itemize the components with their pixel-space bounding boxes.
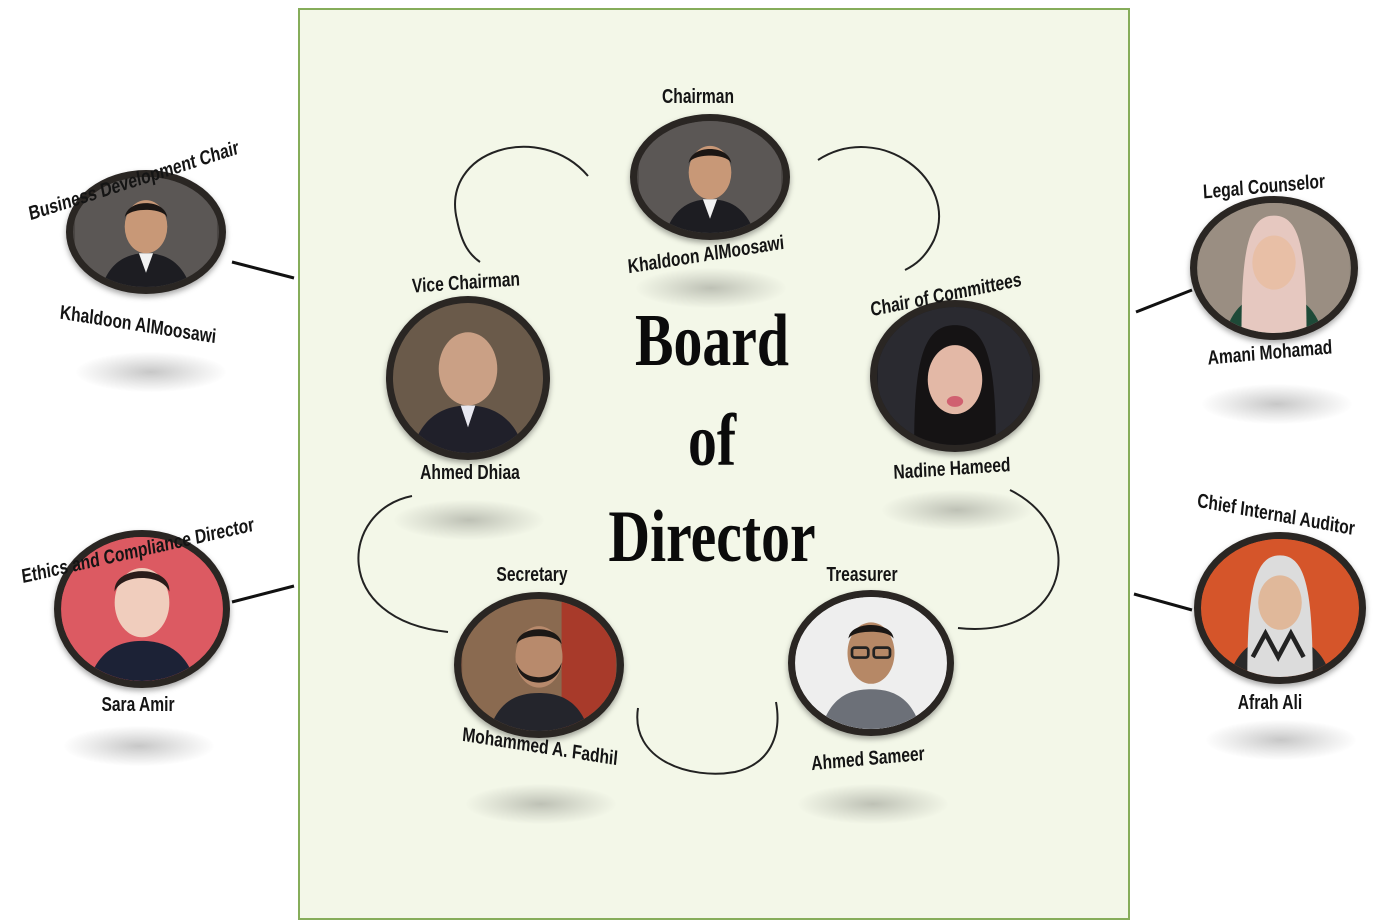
arc-connector — [817, 146, 941, 271]
woman-hijab-icon — [1198, 203, 1350, 333]
arc-connector — [357, 495, 449, 633]
title-line-1: Board — [635, 300, 789, 382]
vice-chairman-photo — [386, 296, 550, 460]
chair-of-committees-photo — [870, 300, 1040, 452]
treasurer-role: Treasurer — [826, 564, 898, 586]
business-development-chair-photo — [66, 170, 226, 294]
man-in-suit-icon — [75, 177, 217, 287]
woman-icon — [61, 537, 223, 681]
treasurer-photo — [788, 590, 954, 736]
link-line — [231, 584, 295, 604]
arc-connector — [957, 489, 1060, 630]
drop-shadow — [466, 784, 616, 824]
vice-chairman-name: Ahmed Dhiaa — [420, 462, 520, 484]
arc-connector — [636, 701, 779, 775]
title-line-2: of — [687, 400, 737, 482]
drop-shadow — [64, 726, 214, 766]
man-in-suit-icon — [638, 121, 782, 233]
drop-shadow — [636, 268, 786, 308]
ethics-compliance-director-name: Sara Amir — [101, 694, 175, 716]
chairman-role: Chairman — [662, 86, 734, 108]
secretary-photo — [454, 592, 624, 738]
link-line — [1135, 288, 1193, 314]
legal-counselor-photo — [1190, 196, 1358, 340]
secretary-role: Secretary — [496, 564, 568, 586]
arc-connector — [454, 145, 589, 263]
drop-shadow — [798, 784, 948, 824]
chief-internal-auditor-photo — [1194, 532, 1366, 684]
link-line — [231, 260, 295, 280]
ethics-compliance-director-photo — [54, 530, 230, 688]
woman-hijab-icon — [1201, 539, 1359, 677]
man-glasses-icon — [795, 597, 947, 729]
drop-shadow — [1202, 384, 1352, 424]
chief-internal-auditor-name: Afrah Ali — [1237, 692, 1303, 714]
link-line — [1133, 592, 1193, 612]
drop-shadow — [76, 352, 226, 392]
drop-shadow — [394, 500, 544, 540]
man-in-suit-icon — [393, 303, 543, 453]
man-bearded-icon — [462, 599, 616, 731]
drop-shadow — [1206, 720, 1356, 760]
chairman-photo — [630, 114, 790, 240]
title-line-3: Director — [608, 496, 816, 578]
drop-shadow — [882, 490, 1032, 530]
woman-icon — [877, 307, 1033, 445]
